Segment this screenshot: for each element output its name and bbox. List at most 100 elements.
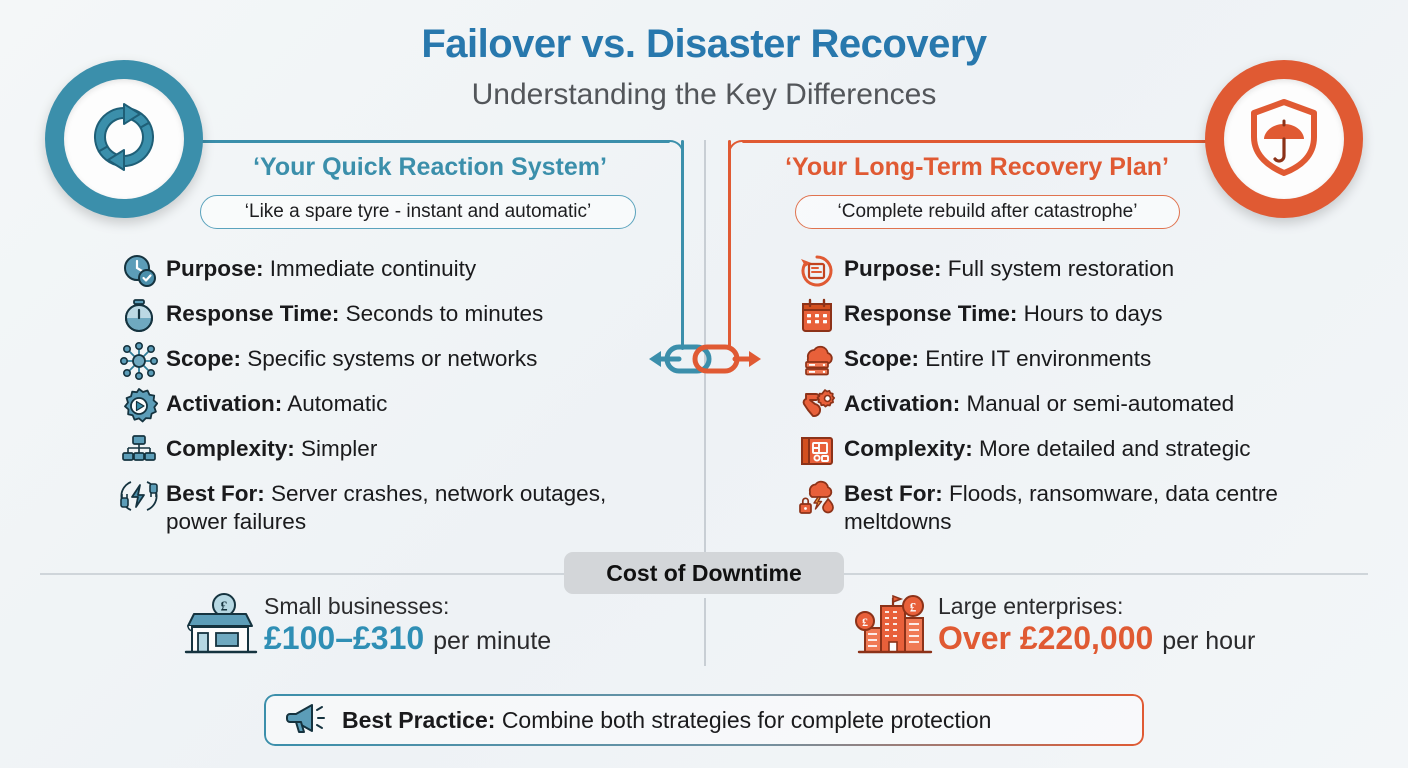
svg-text:£: £ — [862, 615, 868, 629]
list-item-value: Manual or semi-automated — [966, 391, 1235, 416]
best-practice-text: Best Practice: Combine both strategies f… — [342, 707, 991, 734]
list-item-value: Specific systems or networks — [247, 346, 538, 371]
small-business-label: Small businesses: — [264, 592, 450, 619]
shop-pound-icon: £ — [178, 592, 264, 658]
list-item-text: Best For: Floods, ransomware, data centr… — [844, 477, 1360, 536]
list-item-label: Best For: — [844, 481, 943, 506]
small-business-unit: per minute — [433, 627, 552, 656]
svg-text:£: £ — [221, 600, 228, 615]
list-item-label: Scope: — [166, 346, 242, 371]
list-item: Complexity: Simpler — [112, 432, 672, 470]
list-item-label: Best For: — [166, 481, 265, 506]
list-item: Best For: Floods, ransomware, data centr… — [790, 477, 1360, 536]
sync-refresh-icon — [81, 94, 167, 185]
list-item-text: Purpose: Full system restoration — [844, 252, 1174, 283]
right-column-tagline: ‘Complete rebuild after catastrophe’ — [795, 195, 1180, 229]
small-business-value: £100–£310 per minute — [264, 619, 551, 657]
calendar-icon — [790, 297, 844, 335]
list-item: Best For: Server crashes, network outage… — [112, 477, 672, 536]
page-title: Failover vs. Disaster Recovery — [421, 22, 987, 66]
list-item-text: Complexity: More detailed and strategic — [844, 432, 1250, 463]
list-item: Response Time: Seconds to minutes — [112, 297, 672, 335]
large-enterprise-amount: Over £220,000 — [938, 620, 1154, 657]
list-item-value: Automatic — [287, 391, 388, 416]
network-nodes-icon — [112, 342, 166, 380]
list-item-text: Complexity: Simpler — [166, 432, 377, 463]
list-item-label: Complexity: — [166, 436, 295, 461]
power-plug-bolt-icon — [112, 477, 166, 515]
disaster-recovery-badge — [1205, 60, 1363, 218]
left-column-tagline: ‘Like a spare tyre - instant and automat… — [200, 195, 636, 229]
list-item-value: Entire IT environments — [925, 346, 1152, 371]
right-column-heading: ‘Your Long-Term Recovery Plan’ — [785, 153, 1169, 181]
svg-text:£: £ — [910, 600, 917, 615]
left-connector-line — [190, 140, 670, 143]
list-item-text: Best For: Server crashes, network outage… — [166, 477, 672, 536]
hand-gear-icon — [790, 387, 844, 425]
small-business-amount: £100–£310 — [264, 620, 425, 657]
hierarchy-icon — [112, 432, 166, 470]
small-business-cost-text: Small businesses: £100–£310 per minute — [264, 593, 551, 658]
large-enterprise-cost: £ £ Large enterprises: Over £220,000 per… — [852, 592, 1255, 658]
list-item-label: Scope: — [844, 346, 920, 371]
list-item-text: Activation: Automatic — [166, 387, 387, 418]
list-item: Purpose: Full system restoration — [790, 252, 1360, 290]
list-item: Activation: Manual or semi-automated — [790, 387, 1360, 425]
restore-arrow-icon — [790, 252, 844, 290]
page-subtitle: Understanding the Key Differences — [471, 78, 937, 111]
list-item-value: Full system restoration — [947, 256, 1175, 281]
list-item-label: Purpose: — [166, 256, 264, 281]
cost-section-title: Cost of Downtime — [564, 552, 844, 594]
list-item-value: More detailed and strategic — [979, 436, 1251, 461]
list-item-text: Response Time: Seconds to minutes — [166, 297, 543, 328]
failover-badge-inner — [64, 79, 184, 199]
left-column-heading: ‘Your Quick Reaction System’ — [253, 153, 607, 181]
large-enterprise-label: Large enterprises: — [938, 592, 1124, 619]
list-item-text: Scope: Specific systems or networks — [166, 342, 537, 373]
list-item-value: Seconds to minutes — [345, 301, 544, 326]
list-item-label: Purpose: — [844, 256, 942, 281]
list-item-label: Activation: — [844, 391, 961, 416]
gear-play-icon — [112, 387, 166, 425]
large-enterprise-unit: per hour — [1162, 627, 1256, 656]
clock-check-icon — [112, 252, 166, 290]
large-enterprise-value: Over £220,000 per hour — [938, 619, 1255, 657]
list-item-text: Purpose: Immediate continuity — [166, 252, 476, 283]
best-practice-value: Combine both strategies for complete pro… — [501, 706, 992, 733]
list-item-value: Immediate continuity — [269, 256, 477, 281]
small-business-cost: £ Small businesses: £100–£310 per minute — [178, 592, 551, 658]
blueprint-icon — [790, 432, 844, 470]
failover-badge — [45, 60, 203, 218]
best-practice-banner: Best Practice: Combine both strategies f… — [264, 694, 1144, 746]
right-connector-line — [742, 140, 1212, 143]
shield-umbrella-icon — [1241, 94, 1327, 185]
cloud-server-icon — [790, 342, 844, 380]
office-pound-icon: £ £ — [852, 592, 938, 658]
list-item-value: Server crashes, network outages, power f… — [166, 481, 607, 535]
list-item-label: Activation: — [166, 391, 283, 416]
megaphone-icon — [284, 700, 330, 741]
list-item-text: Activation: Manual or semi-automated — [844, 387, 1234, 418]
list-item-label: Complexity: — [844, 436, 973, 461]
list-item: Scope: Specific systems or networks — [112, 342, 672, 380]
list-item: Purpose: Immediate continuity — [112, 252, 672, 290]
list-item: Response Time: Hours to days — [790, 297, 1360, 335]
stopwatch-icon — [112, 297, 166, 335]
disaster-recovery-feature-list: Purpose: Full system restoration — [790, 252, 1360, 543]
list-item-label: Response Time: — [166, 301, 340, 326]
list-item-text: Scope: Entire IT environments — [844, 342, 1151, 373]
list-item: Complexity: More detailed and strategic — [790, 432, 1360, 470]
best-practice-label: Best Practice: — [342, 706, 496, 733]
left-connector-drop — [681, 140, 684, 350]
list-item-value: Simpler — [301, 436, 378, 461]
chain-link-icon — [645, 335, 765, 388]
cost-section-divider — [704, 598, 706, 666]
list-item-value: Hours to days — [1023, 301, 1163, 326]
right-connector-drop — [728, 140, 731, 350]
list-item-value: Floods, ransomware, data centre meltdown… — [844, 481, 1278, 535]
list-item: Activation: Automatic — [112, 387, 672, 425]
storm-fire-lock-icon — [790, 477, 844, 515]
failover-feature-list: Purpose: Immediate continuity Response T… — [112, 252, 672, 543]
list-item-text: Response Time: Hours to days — [844, 297, 1162, 328]
